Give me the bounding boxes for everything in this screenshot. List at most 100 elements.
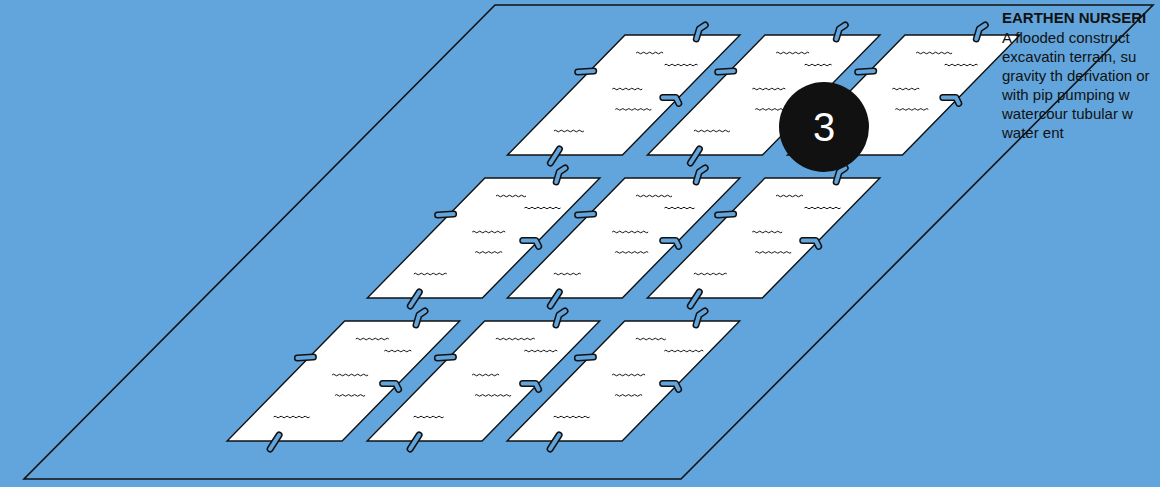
water-ripple: [554, 416, 590, 418]
pipe-outline: [523, 240, 539, 246]
water-ripple: [665, 64, 698, 66]
water-ripple: [472, 374, 499, 376]
pipe: [690, 292, 699, 306]
nursery-pond: [507, 321, 740, 441]
water-ripple: [496, 195, 526, 197]
nursery-pond: [647, 178, 880, 298]
pipe: [550, 292, 559, 306]
water-ripple: [356, 338, 389, 340]
water-ripple: [776, 52, 809, 54]
pipe-outline: [437, 357, 453, 358]
water-ripple: [805, 207, 841, 209]
water-ripple: [472, 231, 505, 233]
water-ripple: [335, 395, 365, 397]
pipe: [696, 168, 705, 182]
pipe-outline: [976, 25, 985, 39]
pipe-outline: [578, 71, 594, 72]
water-ripple: [755, 252, 791, 254]
pipe: [663, 240, 679, 246]
pipe-outline: [663, 97, 679, 103]
pipe: [410, 435, 419, 449]
pipe: [383, 383, 399, 389]
water-ripple: [636, 338, 666, 340]
pipe: [858, 71, 874, 72]
pipe-outline: [550, 292, 559, 306]
pipe: [578, 214, 594, 215]
pipe: [437, 357, 453, 358]
water-ripple: [916, 52, 952, 54]
pipe: [410, 292, 419, 306]
water-ripple: [776, 195, 803, 197]
pipe-outline: [297, 357, 313, 358]
water-ripple: [554, 130, 584, 132]
pipe: [550, 435, 559, 449]
pipe: [803, 240, 819, 246]
pipe: [943, 97, 959, 103]
description-text: A flooded construct excavatin terrain, s…: [1002, 28, 1152, 142]
pipe-outline: [696, 25, 705, 39]
water-ripple: [612, 231, 648, 233]
water-ripple: [274, 416, 310, 418]
pipe: [836, 25, 845, 39]
pipe-outline: [550, 435, 559, 449]
pipe: [550, 149, 559, 163]
pipe: [270, 435, 279, 449]
pond-group: [227, 25, 1020, 449]
pipe: [696, 25, 705, 39]
pipe-outline: [438, 214, 454, 215]
pipe: [578, 71, 594, 72]
pipe: [690, 149, 699, 163]
pipe-outline: [550, 149, 559, 163]
pipe: [577, 357, 593, 358]
pipe-outline: [696, 168, 705, 182]
callout-number: 3: [813, 105, 835, 150]
water-ripple: [755, 109, 785, 111]
water-ripple: [892, 88, 919, 90]
water-ripple: [496, 338, 535, 340]
water-ripple: [475, 395, 511, 397]
pipe-outline: [836, 25, 845, 39]
pipe: [556, 311, 565, 325]
pipe: [297, 357, 313, 358]
pipe-outline: [690, 149, 699, 163]
water-ripple: [414, 273, 447, 275]
pipe-outline: [718, 71, 734, 72]
pipe: [718, 214, 734, 215]
water-ripple: [636, 52, 663, 54]
water-ripple: [554, 273, 581, 275]
pipe-outline: [578, 214, 594, 215]
pipe: [718, 71, 734, 72]
pipe: [836, 168, 845, 182]
water-ripple: [895, 109, 928, 111]
pipe: [696, 311, 705, 325]
pipe-outline: [696, 311, 705, 325]
site-outline: [24, 5, 1153, 479]
pipe: [556, 168, 565, 182]
water-ripple: [475, 252, 502, 254]
section-heading: EARTHEN NURSERI: [1002, 8, 1152, 27]
water-ripple: [384, 350, 411, 352]
water-ripple: [615, 395, 642, 397]
pipe: [523, 240, 539, 246]
pipe-outline: [663, 383, 679, 389]
water-ripple: [664, 350, 703, 352]
pipe: [523, 383, 539, 389]
water-ripple: [615, 109, 651, 111]
pipe: [663, 97, 679, 103]
water-ripple: [612, 374, 645, 376]
water-ripple: [694, 130, 730, 132]
water-ripple: [752, 231, 782, 233]
pipe: [416, 311, 425, 325]
pipe-outline: [556, 168, 565, 182]
water-ripple: [694, 273, 727, 275]
water-ripple: [612, 88, 642, 90]
pipe-outline: [410, 435, 419, 449]
pipe-outline: [718, 214, 734, 215]
pipe: [663, 383, 679, 389]
water-ripple: [525, 207, 561, 209]
pipe-outline: [803, 240, 819, 246]
pipe-outline: [523, 383, 539, 389]
water-ripple: [752, 88, 785, 90]
pipe-outline: [663, 240, 679, 246]
